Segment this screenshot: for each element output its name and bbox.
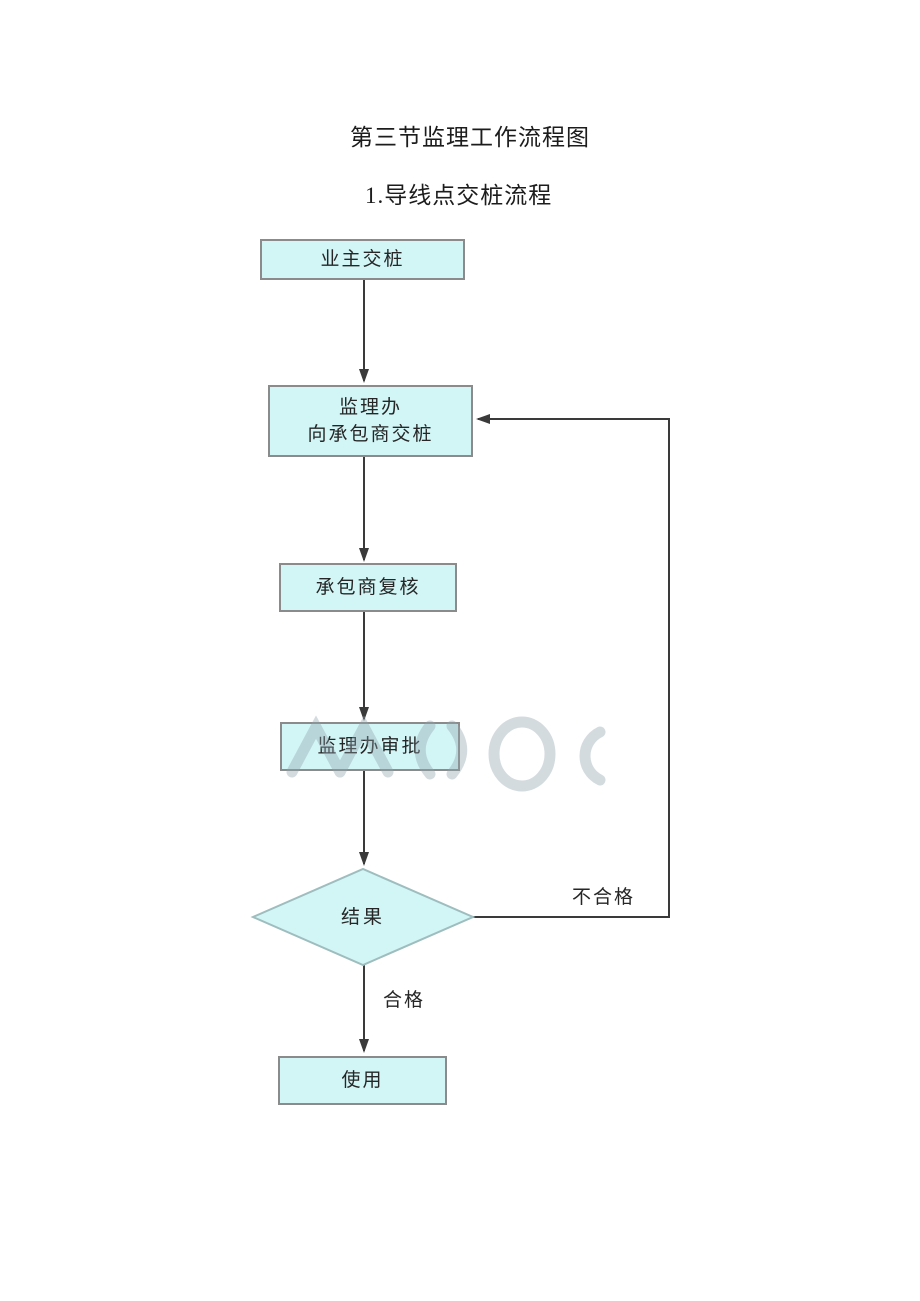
flow-node-label: 使用: [341, 1070, 384, 1091]
flow-node-contractor-review: 承包商复核: [279, 563, 457, 612]
flow-node-use: 使用: [278, 1056, 447, 1105]
flow-node-owner-handover: 业主交桩: [260, 239, 465, 280]
watermark-glyph: [579, 726, 606, 786]
flow-node-label: 业主交桩: [320, 249, 405, 270]
watermark-glyph: [488, 716, 556, 792]
section-subtitle: 1.导线点交桩流程: [365, 183, 553, 208]
flow-node-label: 结果: [340, 907, 385, 928]
flow-node-result-decision: 结果: [253, 902, 473, 929]
flow-node-label: 承包商复核: [315, 577, 421, 598]
arrow-fail-feedback: [473, 414, 670, 918]
edge-label-fail: 不合格: [572, 887, 636, 908]
flow-node-label: 监理办 向承包商交桩: [307, 397, 434, 445]
flow-node-label: 监理办审批: [317, 736, 423, 757]
flow-node-supervision-handover: 监理办 向承包商交桩: [268, 385, 473, 457]
page-title: 第三节监理工作流程图: [350, 125, 590, 150]
flow-node-supervision-approval: 监理办审批: [280, 722, 460, 771]
edge-label-pass: 合格: [383, 990, 426, 1011]
